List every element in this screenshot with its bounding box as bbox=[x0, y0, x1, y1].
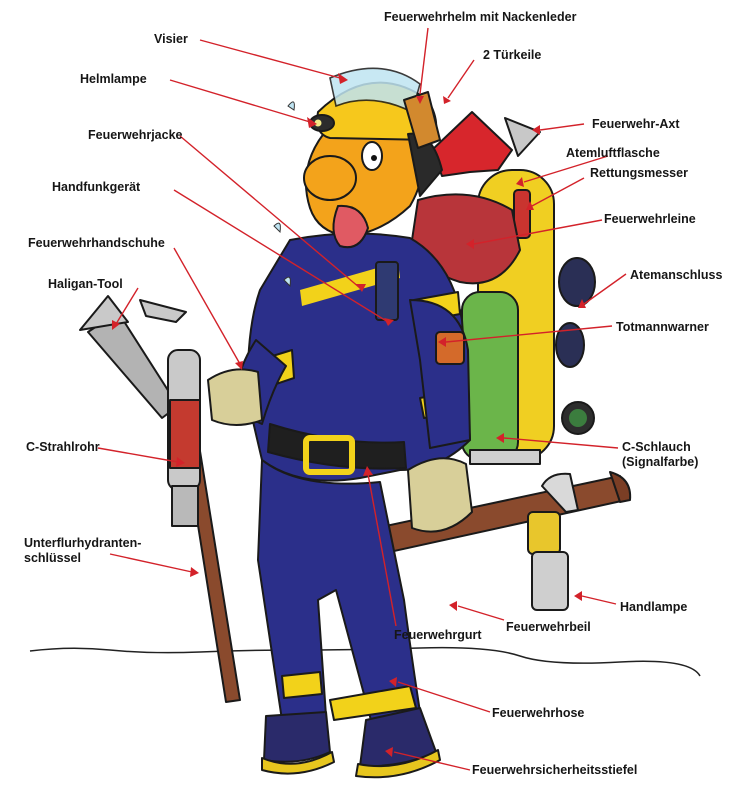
label-gloves: Feuerwehrhandschuhe bbox=[28, 236, 165, 251]
nozzle bbox=[168, 350, 200, 526]
label-breathing-cylinder: Atemluftflasche bbox=[566, 146, 660, 161]
label-helmet-lamp: Helmlampe bbox=[80, 72, 147, 87]
label-door-wedges: 2 Türkeile bbox=[483, 48, 541, 63]
left-glove bbox=[208, 369, 262, 425]
label-hand-lamp: Handlampe bbox=[620, 600, 687, 615]
label-radio: Handfunkgerät bbox=[52, 180, 140, 195]
label-boots: Feuerwehrsicherheitsstiefel bbox=[472, 763, 637, 778]
breathing-mask bbox=[556, 258, 595, 434]
label-mask-connector: Atemanschluss bbox=[630, 268, 722, 283]
pass-device bbox=[436, 332, 464, 364]
label-belt-axe: Feuerwehrbeil bbox=[506, 620, 591, 635]
label-rescue-knife: Rettungsmesser bbox=[590, 166, 688, 181]
label-belt: Feuerwehrgurt bbox=[394, 628, 482, 643]
label-pass-device: Totmannwarner bbox=[616, 320, 709, 335]
label-axe: Feuerwehr-Axt bbox=[592, 117, 680, 132]
label-jacket: Feuerwehrjacke bbox=[88, 128, 183, 143]
right-glove bbox=[408, 458, 472, 531]
label-nozzle: C-Strahlrohr bbox=[26, 440, 100, 455]
radio bbox=[376, 262, 398, 320]
label-hydrant-key: Unterflurhydranten- schlüssel bbox=[24, 536, 141, 566]
label-rope: Feuerwehrleine bbox=[604, 212, 696, 227]
label-hose: C-Schlauch (Signalfarbe) bbox=[622, 440, 698, 470]
label-halligan: Haligan-Tool bbox=[48, 277, 123, 292]
label-trousers: Feuerwehrhose bbox=[492, 706, 584, 721]
axe bbox=[432, 112, 540, 176]
left-boot bbox=[264, 712, 330, 762]
label-visor: Visier bbox=[154, 32, 188, 47]
label-helmet-neck-leather: Feuerwehrhelm mit Nackenleder bbox=[384, 10, 576, 25]
